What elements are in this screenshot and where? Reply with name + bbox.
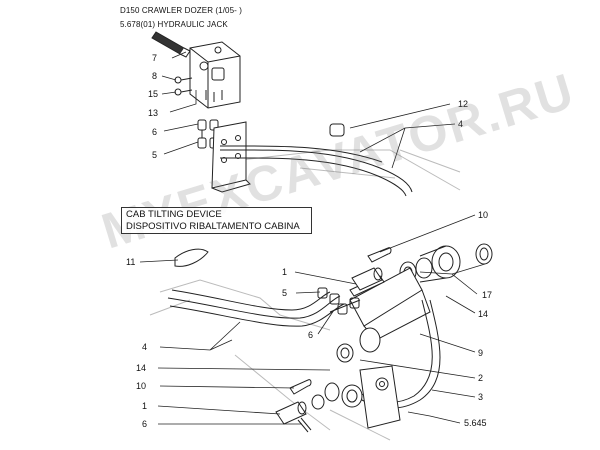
- callout-17: 17: [482, 290, 492, 300]
- mounting-bracket: [211, 121, 251, 193]
- bushing-part-14-lower: [341, 384, 363, 408]
- rod-part-7: [151, 31, 191, 58]
- washer-part-15: [174, 88, 193, 96]
- callout-14a: 14: [478, 309, 488, 319]
- callout-15: 15: [148, 89, 158, 99]
- hose-lower: [167, 289, 345, 327]
- caption-line-1: CAB TILTING DEVICE: [126, 209, 222, 220]
- pin-part-1-upper: [351, 267, 383, 291]
- clip-part-11: [174, 248, 209, 267]
- callout-4a: 4: [458, 119, 463, 129]
- callout-9: 9: [478, 348, 483, 358]
- callout-6b: 6: [308, 330, 313, 340]
- hose-upper: [219, 145, 413, 197]
- callout-4b: 4: [142, 342, 147, 352]
- pin-part-10-upper: [367, 247, 392, 263]
- callout-2: 2: [478, 373, 483, 383]
- bushing-upper: [415, 245, 461, 283]
- callout-11: 11: [126, 257, 135, 267]
- callout-10a: 10: [478, 210, 488, 220]
- lower-frame-outline: [149, 279, 391, 441]
- valve-block: [189, 41, 241, 109]
- callout-labels: 7 8 15 13 6 5 12 4 11 10 1 5 6 17 14 4 9…: [126, 53, 492, 429]
- callout-14b: 14: [136, 363, 146, 373]
- caption-box: CAB TILTING DEVICE DISPOSITIVO RIBALTAME…: [121, 207, 312, 234]
- document-title: D150 CRAWLER DOZER (1/05- ): [120, 6, 242, 15]
- callout-5645: 5.645: [464, 418, 487, 428]
- pin-part-1-lower: [275, 401, 307, 425]
- washer-lower: [311, 394, 325, 410]
- callout-5a: 5: [152, 150, 157, 160]
- seal-part-17: [475, 243, 493, 265]
- callout-8: 8: [152, 71, 157, 81]
- pin-part-10-lower: [289, 379, 312, 395]
- callout-7: 7: [152, 53, 157, 63]
- callout-1b: 1: [142, 401, 147, 411]
- leader-lines: [139, 51, 486, 425]
- lower-mount: [359, 365, 401, 429]
- callout-6a: 6: [152, 127, 157, 137]
- caption-line-2: DISPOSITIVO RIBALTAMENTO CABINA: [126, 221, 300, 232]
- screw-part-8: [174, 76, 193, 84]
- frame-outline: [239, 149, 461, 191]
- split-pin-part-6-lower: [297, 417, 312, 433]
- callout-6c: 6: [142, 419, 147, 429]
- section-title: 5.678(01) HYDRAULIC JACK: [120, 20, 228, 29]
- callout-12: 12: [458, 99, 468, 109]
- callout-3: 3: [478, 392, 483, 402]
- callout-13: 13: [148, 108, 158, 118]
- washer-part-14-lower: [324, 382, 340, 402]
- bushing-part-2: [336, 343, 354, 363]
- callout-1a: 1: [282, 267, 287, 277]
- callout-10b: 10: [136, 381, 146, 391]
- hose-clamp-part-12: [329, 123, 345, 137]
- callout-5b: 5: [282, 288, 287, 298]
